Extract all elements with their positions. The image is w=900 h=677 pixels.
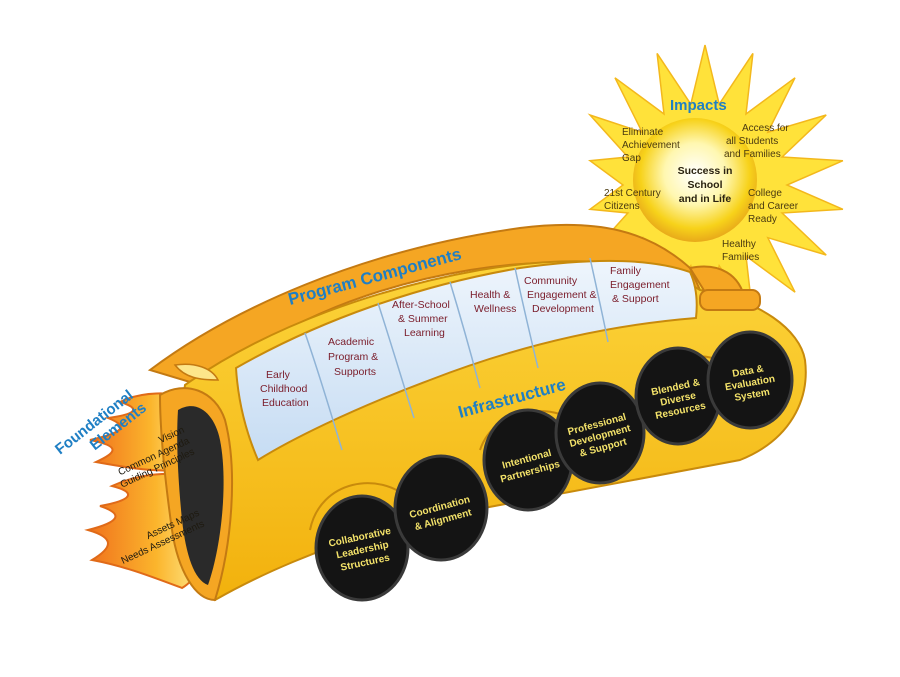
impact-4-line-2: and Career bbox=[748, 201, 799, 212]
impacts-text: Success in School and in Life Eliminate … bbox=[604, 123, 799, 263]
program-component-6-line-3: & Support bbox=[612, 293, 659, 305]
program-components: Early Childhood Education Academic Progr… bbox=[260, 265, 670, 409]
program-component-1-line-1: Early bbox=[266, 369, 291, 381]
wheel-4 bbox=[554, 381, 646, 485]
program-component-3-line-1: After-School bbox=[392, 299, 450, 311]
impact-3: 21st Century Citizens bbox=[604, 188, 661, 212]
program-component-1: Early Childhood Education bbox=[260, 369, 309, 409]
program-component-3: After-School & Summer Learning bbox=[392, 299, 450, 339]
impacts-center-line-2: School bbox=[687, 179, 722, 191]
program-component-5: Community Engagement & Development bbox=[524, 275, 596, 315]
impact-5-line-1: Healthy bbox=[722, 239, 756, 250]
program-component-3-line-3: Learning bbox=[404, 327, 445, 339]
bus-rear-opening bbox=[177, 406, 224, 585]
program-component-4-line-2: Wellness bbox=[474, 303, 516, 315]
impact-3-line-2: Citizens bbox=[604, 201, 640, 212]
program-component-4-line-1: Health & bbox=[470, 289, 510, 301]
front-bumper bbox=[699, 289, 761, 311]
impact-1-line-3: Gap bbox=[622, 153, 641, 164]
impact-2-line-3: and Families bbox=[724, 149, 781, 160]
program-component-5-line-2: Engagement & bbox=[527, 289, 596, 301]
program-component-2: Academic Program & Supports bbox=[328, 336, 378, 378]
wheel-6-line-1: Data & bbox=[731, 364, 764, 380]
impact-3-line-1: 21st Century bbox=[604, 188, 661, 199]
impacts-center-line-1: Success in bbox=[678, 165, 733, 177]
impact-4: College and Career Ready bbox=[748, 188, 799, 225]
program-component-2-line-3: Supports bbox=[334, 366, 376, 378]
impact-2: Access for all Students and Families bbox=[724, 123, 789, 160]
impact-4-line-1: College bbox=[748, 188, 782, 199]
window-panel bbox=[234, 259, 698, 462]
impact-1-line-1: Eliminate bbox=[622, 127, 664, 138]
program-component-3-line-2: & Summer bbox=[398, 313, 448, 325]
impacts-center-line-3: and in Life bbox=[679, 193, 732, 205]
program-component-2-line-1: Academic bbox=[328, 336, 374, 348]
wheel-6 bbox=[706, 330, 794, 430]
sun-core bbox=[633, 118, 757, 242]
infrastructure-wheels bbox=[314, 330, 794, 602]
impact-2-line-1: Access for bbox=[742, 123, 789, 134]
program-component-5-line-1: Community bbox=[524, 275, 578, 287]
program-component-4: Health & Wellness bbox=[470, 289, 516, 315]
wheel-1 bbox=[314, 494, 410, 602]
impact-1-line-2: Achievement bbox=[622, 140, 680, 151]
program-component-1-line-2: Childhood bbox=[260, 383, 307, 395]
impacts-heading: Impacts bbox=[670, 97, 727, 114]
program-component-5-line-3: Development bbox=[532, 303, 594, 315]
impact-1: Eliminate Achievement Gap bbox=[622, 127, 680, 164]
wheel-4-label: Professional Development & Support bbox=[567, 412, 633, 460]
impact-5-line-2: Families bbox=[722, 252, 759, 263]
impact-5: Healthy Families bbox=[722, 239, 759, 263]
impacts-center: Success in School and in Life bbox=[678, 165, 733, 205]
impact-2-line-2: all Students bbox=[726, 136, 778, 147]
program-component-2-line-2: Program & bbox=[328, 351, 378, 363]
program-component-6: Family Engagement & Support bbox=[610, 265, 670, 305]
wheel-2 bbox=[393, 454, 489, 562]
program-component-6-line-1: Family bbox=[610, 265, 642, 277]
program-component-1-line-3: Education bbox=[262, 397, 309, 409]
program-component-6-line-2: Engagement bbox=[610, 279, 670, 291]
impact-4-line-3: Ready bbox=[748, 214, 777, 225]
